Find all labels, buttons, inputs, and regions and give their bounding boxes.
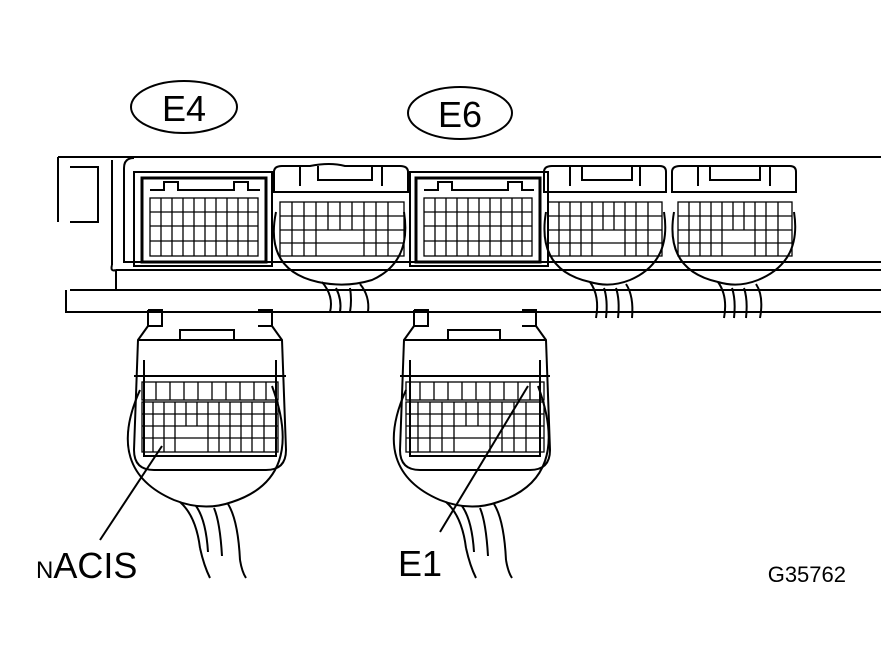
ecu-housing [57, 156, 881, 313]
figure-code: G35762 [768, 562, 846, 587]
ecu-socket-e4 [133, 171, 273, 267]
ecu-socket-4 [543, 165, 667, 319]
harness-connector-e4 [126, 309, 288, 579]
connector-callout-e4: E4 [130, 80, 238, 134]
harness-connector-e6 [392, 309, 552, 579]
terminal-label-nacis: NACIS [36, 545, 137, 586]
connector-label-e6: E6 [438, 94, 482, 135]
ecu-socket-2 [272, 163, 409, 313]
leader-line-e1 [439, 385, 529, 533]
leader-line-nacis [99, 445, 163, 541]
terminal-label-e1: E1 [398, 543, 442, 584]
terminal-label-nacis-prefix: N [36, 557, 53, 584]
ecu-socket-e6 [409, 171, 549, 267]
connector-callout-e6: E6 [407, 86, 513, 140]
terminal-label-nacis-name: ACIS [53, 545, 137, 586]
ecu-socket-5 [671, 165, 797, 319]
connector-label-e4: E4 [162, 88, 206, 129]
